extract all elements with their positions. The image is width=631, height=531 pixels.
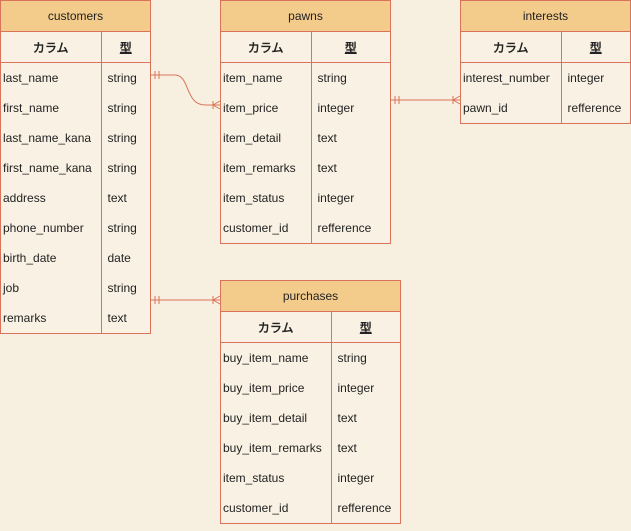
column-type-cell: refference: [310, 213, 390, 243]
column-type-cell: string: [100, 213, 150, 243]
type-header: 型: [560, 32, 630, 63]
table-row: last_name string: [1, 62, 150, 93]
table-row: item_remarks text: [221, 153, 390, 183]
column-name-cell: pawn_id: [463, 101, 508, 115]
table-row: buy_item_price integer: [221, 373, 400, 403]
column-name-cell: item_detail: [223, 131, 282, 145]
column-name-cell: buy_item_name: [223, 351, 309, 365]
column-name-cell: first_name_kana: [3, 161, 92, 175]
type-header: 型: [100, 32, 150, 63]
column-name-cell: first_name: [3, 101, 60, 115]
column-name-cell: interest_number: [463, 71, 550, 85]
column-name-cell: buy_item_price: [223, 381, 305, 395]
column-name-cell: item_name: [223, 71, 283, 85]
column-type-cell: refference: [560, 93, 630, 123]
table-row: last_name_kana string: [1, 123, 150, 153]
column-header: カラム: [221, 32, 311, 63]
column-name-cell: last_name: [3, 71, 59, 85]
column-name-cell: buy_item_detail: [223, 411, 308, 425]
table-row: birth_date date: [1, 243, 150, 273]
column-name-cell: item_status: [223, 471, 285, 485]
column-type-cell: integer: [330, 463, 400, 493]
column-type-cell: text: [330, 433, 400, 463]
relation-customers-purchases: [151, 295, 221, 305]
table-row: customer_id refference: [221, 213, 390, 243]
column-type-cell: integer: [560, 62, 630, 93]
column-type-cell: date: [100, 243, 150, 273]
column-type-cell: string: [100, 93, 150, 123]
column-type-cell: string: [100, 153, 150, 183]
entity-title: interests: [461, 1, 630, 32]
column-name-cell: remarks: [3, 311, 47, 325]
column-name-cell: item_status: [223, 191, 285, 205]
column-type-cell: integer: [310, 183, 390, 213]
table-row: buy_item_name string: [221, 342, 400, 373]
column-type-cell: string: [100, 62, 150, 93]
column-type-cell: integer: [330, 373, 400, 403]
table-row: item_name string: [221, 62, 390, 93]
table-row: interest_number integer: [461, 62, 630, 93]
column-type-cell: string: [100, 273, 150, 303]
table-row: remarks text: [1, 303, 150, 333]
table-row: pawn_id refference: [461, 93, 630, 123]
table-row: phone_number string: [1, 213, 150, 243]
table-row: item_status integer: [221, 463, 400, 493]
table-row: buy_item_detail text: [221, 403, 400, 433]
column-name-cell: item_price: [223, 101, 279, 115]
entity-title: customers: [1, 1, 150, 32]
relation-pawns-interests: [391, 95, 461, 105]
column-type-cell: string: [310, 62, 390, 93]
column-name-cell: item_remarks: [223, 161, 296, 175]
column-name-cell: address: [3, 191, 46, 205]
column-name-cell: last_name_kana: [3, 131, 92, 145]
column-name-cell: phone_number: [3, 221, 84, 235]
relation-customers-pawns: [151, 71, 221, 110]
type-header: 型: [330, 312, 400, 343]
column-name-cell: job: [3, 281, 20, 295]
column-type-cell: text: [100, 183, 150, 213]
column-type-cell: string: [330, 342, 400, 373]
column-name-cell: buy_item_remarks: [223, 441, 322, 455]
table-row: item_status integer: [221, 183, 390, 213]
table-row: item_price integer: [221, 93, 390, 123]
entity-table: カラム 型 interest_number integer pawn_id reffe…: [461, 32, 630, 123]
column-type-cell: text: [310, 123, 390, 153]
table-row: item_detail text: [221, 123, 390, 153]
table-row: customer_id refference: [221, 493, 400, 523]
column-header: カラム: [221, 312, 331, 343]
table-row: first_name string: [1, 93, 150, 123]
column-header: カラム: [461, 32, 561, 63]
table-row: buy_item_remarks text: [221, 433, 400, 463]
column-name-cell: customer_id: [223, 221, 289, 235]
column-type-cell: text: [330, 403, 400, 433]
entity-title: pawns: [221, 1, 390, 32]
column-type-cell: text: [310, 153, 390, 183]
type-header: 型: [310, 32, 390, 63]
table-row: first_name_kana string: [1, 153, 150, 183]
column-type-cell: refference: [330, 493, 400, 523]
column-header: カラム: [1, 32, 101, 63]
column-type-cell: text: [100, 303, 150, 333]
column-name-cell: birth_date: [3, 251, 57, 265]
column-name-cell: customer_id: [223, 501, 289, 515]
column-type-cell: string: [100, 123, 150, 153]
column-type-cell: integer: [310, 93, 390, 123]
table-row: job string: [1, 273, 150, 303]
table-row: address text: [1, 183, 150, 213]
entity-title: purchases: [221, 281, 400, 312]
